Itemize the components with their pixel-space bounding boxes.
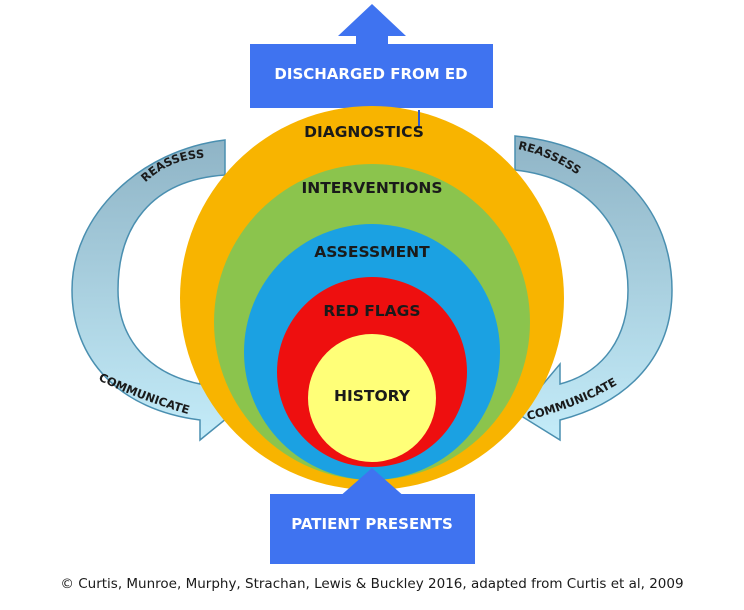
copyright-credit: © Curtis, Munroe, Murphy, Strachan, Lewi… xyxy=(60,576,684,592)
patient-presents-label: PATIENT PRESENTS xyxy=(291,515,453,533)
layer-history: HISTORY xyxy=(308,334,436,462)
discharged-label: DISCHARGED FROM ED xyxy=(274,65,467,83)
patient-presents-group: PATIENT PRESENTS xyxy=(270,468,475,564)
discharged-group: DISCHARGED FROM ED xyxy=(250,4,493,108)
interventions-label: INTERVENTIONS xyxy=(301,179,442,197)
patient-up-arrow xyxy=(338,468,406,512)
history-circle xyxy=(308,334,436,462)
discharged-box xyxy=(250,44,493,108)
left-cycle-arrow-shape xyxy=(71,139,233,442)
assessment-label: ASSESSMENT xyxy=(314,243,430,261)
right-cycle-arrow-shape xyxy=(514,135,673,442)
right-cycle-arrow: REASSESS COMMUNICATE xyxy=(514,135,673,442)
diagnostics-label: DIAGNOSTICS xyxy=(304,123,424,141)
history-label: HISTORY xyxy=(334,387,411,405)
red-flags-label: RED FLAGS xyxy=(323,302,420,320)
discharged-up-arrow xyxy=(338,4,406,52)
patient-presents-box xyxy=(270,494,475,564)
